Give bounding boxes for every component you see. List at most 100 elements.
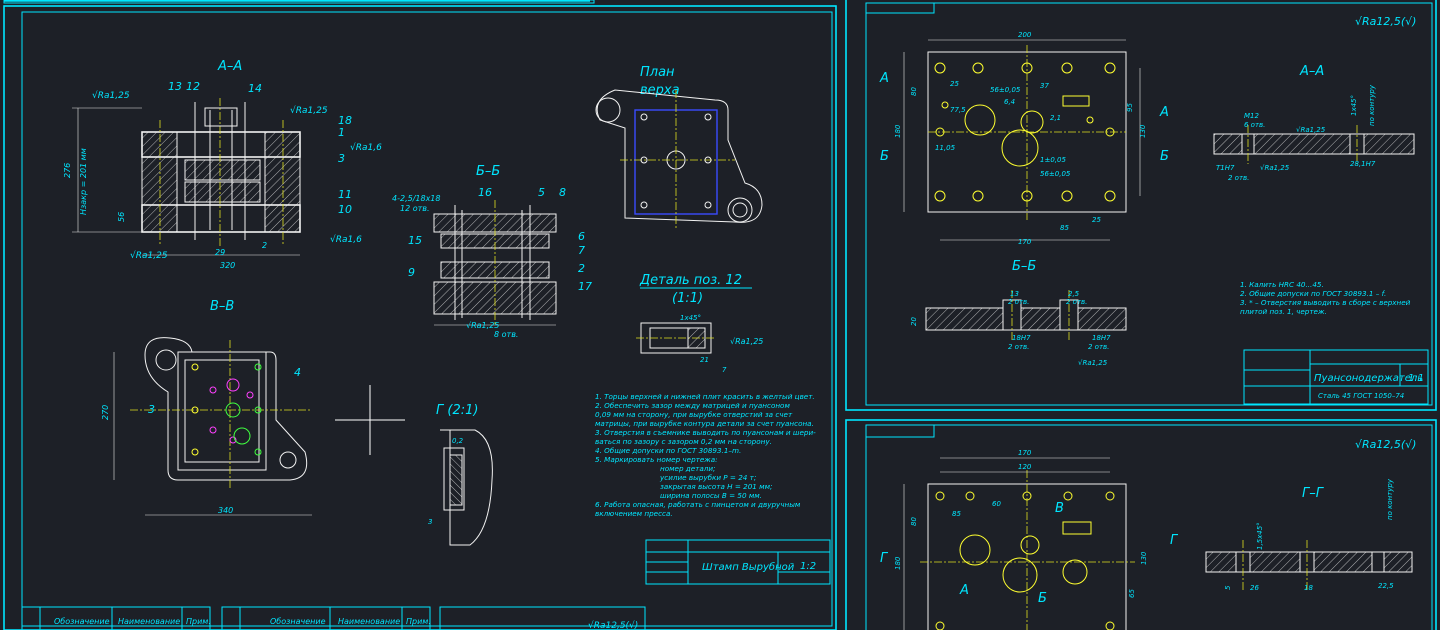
pos-numbers-bb: 16 5 8 15 9 6 7 2 17 bbox=[408, 186, 592, 293]
svg-text:2 отв.: 2 отв. bbox=[1066, 298, 1087, 306]
label-b-left: Б bbox=[880, 149, 889, 164]
svg-text:11,05: 11,05 bbox=[935, 144, 956, 152]
spec-table-2 bbox=[221, 606, 431, 630]
rough-general-3: √Ra12,5(√) bbox=[1355, 438, 1416, 451]
svg-text:17: 17 bbox=[578, 280, 592, 293]
spec-1-designation: Обозначение bbox=[54, 617, 110, 626]
svg-text:18Н7: 18Н7 bbox=[1012, 334, 1031, 342]
svg-text:√Ra1,25: √Ra1,25 bbox=[1078, 359, 1108, 367]
dims-section-bb-2: 13 2 отв. 2,5 2 отв. 20 18Н7 2 отв. 18Н7… bbox=[910, 290, 1111, 367]
svg-text:130: 130 bbox=[1140, 551, 1148, 565]
dims-section-gg: 5 1,5х45° по контуру 26 18 22,5 bbox=[1224, 478, 1394, 592]
dim-aa-56: 56 bbox=[117, 212, 126, 222]
dim-detail-chamfer: 1х45° bbox=[680, 314, 701, 322]
notes-block: 1. Торцы верхней и нижней плит красить в… bbox=[595, 392, 816, 518]
svg-text:усилие вырубки P = 24 т;: усилие вырубки P = 24 т; bbox=[659, 473, 756, 482]
label-b-right: Б bbox=[1160, 149, 1169, 164]
svg-text:26: 26 bbox=[1250, 584, 1259, 592]
dim-g-02: 0,2 bbox=[452, 437, 464, 445]
label-g-left: Г bbox=[880, 551, 889, 566]
dim-g-3: 3 bbox=[428, 518, 432, 526]
svg-text:85: 85 bbox=[1060, 224, 1069, 232]
view-g-drawing bbox=[440, 429, 493, 546]
pos-vv-3: 3 bbox=[148, 403, 155, 416]
label-v: В bbox=[1055, 501, 1064, 516]
svg-text:1х45°: 1х45° bbox=[1350, 95, 1358, 116]
svg-text:3. Отверстия в съемнике выводи: 3. Отверстия в съемнике выводить по пуан… bbox=[595, 428, 816, 437]
svg-text:60: 60 bbox=[992, 500, 1001, 508]
title-block-1 bbox=[645, 539, 831, 585]
svg-text:180: 180 bbox=[894, 124, 902, 138]
rough-aa-1: √Ra1,25 bbox=[92, 90, 130, 101]
svg-text:130: 130 bbox=[1139, 124, 1147, 138]
svg-text:7: 7 bbox=[578, 244, 585, 257]
svg-text:2 отв.: 2 отв. bbox=[1008, 298, 1029, 306]
svg-text:6: 6 bbox=[578, 230, 585, 243]
svg-text:56±0,05: 56±0,05 bbox=[1040, 170, 1071, 178]
detail-scale: (1:1) bbox=[672, 291, 703, 306]
rough-aa-5: √Ra1,25 bbox=[130, 250, 168, 261]
view-g-title: Г (2:1) bbox=[436, 403, 478, 418]
svg-text:номер детали;: номер детали; bbox=[660, 464, 715, 473]
section-vv-title: В–В bbox=[210, 299, 234, 314]
svg-text:200: 200 bbox=[1018, 31, 1032, 39]
svg-text:М12: М12 bbox=[1244, 112, 1259, 120]
svg-text:6,4: 6,4 bbox=[1004, 98, 1015, 106]
pos-vv-4: 4 bbox=[294, 366, 301, 379]
detail-12-drawing bbox=[636, 322, 716, 354]
crosshair-cursor bbox=[335, 385, 405, 455]
svg-text:2 отв.: 2 отв. bbox=[1088, 343, 1109, 351]
svg-text:закрытая высота H = 201 мм;: закрытая высота H = 201 мм; bbox=[660, 482, 772, 491]
section-bb-2-title: Б–Б bbox=[1012, 259, 1036, 274]
svg-text:8: 8 bbox=[559, 186, 566, 199]
detail-title: Деталь поз. 12 bbox=[639, 273, 742, 288]
svg-text:5: 5 bbox=[538, 186, 545, 199]
notes-block-2: 1. Калить HRC 40...45. 2. Общие допуски … bbox=[1240, 280, 1411, 316]
rough-general-2: √Ra12,5(√) bbox=[1355, 15, 1416, 28]
svg-text:20: 20 bbox=[910, 317, 918, 326]
dim-vv-340: 340 bbox=[218, 506, 233, 515]
spec-1-note: Прим. bbox=[186, 617, 211, 626]
plate-g-drawing bbox=[903, 457, 1135, 630]
dim-bb-holes: 8 отв. bbox=[494, 330, 518, 339]
spec-2-designation: Обозначение bbox=[270, 617, 326, 626]
plan-title-1: План bbox=[640, 65, 675, 80]
dim-aa-320: 320 bbox=[220, 261, 235, 270]
svg-text:180: 180 bbox=[894, 556, 902, 570]
sheet-assembly: А–А √Ra1,25 √Ra1,25 √Ra1,6 √Ra1,6 √Ra1,2… bbox=[3, 0, 837, 630]
dim-aa-276: 276 bbox=[63, 163, 72, 178]
svg-text:1: 1 bbox=[338, 126, 345, 139]
title-block-2-material: Сталь 45 ГОСТ 1050–74 bbox=[1318, 392, 1404, 400]
spec-table-3 bbox=[439, 606, 646, 630]
svg-text:4. Общие допуски по ГОСТ 30893: 4. Общие допуски по ГОСТ 30893.1–m. bbox=[595, 446, 741, 455]
dim-bb-note-2: 12 отв. bbox=[400, 204, 430, 213]
svg-text:6 отв.: 6 отв. bbox=[1244, 121, 1265, 129]
label-g-right: Г bbox=[1170, 533, 1179, 548]
svg-text:5. Маркировать номер чертежа:: 5. Маркировать номер чертежа: bbox=[595, 455, 718, 464]
section-aa-2-title: А–А bbox=[1299, 64, 1324, 79]
svg-text:37: 37 bbox=[1040, 82, 1049, 90]
rough-aa-4: √Ra1,6 bbox=[330, 234, 362, 245]
svg-text:2 отв.: 2 отв. bbox=[1008, 343, 1029, 351]
svg-text:80: 80 bbox=[910, 87, 918, 96]
spec-1-name: Наименование bbox=[118, 617, 180, 626]
label-a-left: А bbox=[879, 71, 889, 86]
svg-text:15: 15 bbox=[408, 234, 422, 247]
dim-aa-2: 2 bbox=[262, 241, 267, 250]
svg-text:по контуру: по контуру bbox=[1386, 478, 1394, 520]
plan-title-2: верха bbox=[640, 83, 680, 98]
svg-text:2: 2 bbox=[578, 262, 585, 275]
label-a-right: А bbox=[1159, 105, 1169, 120]
svg-text:12: 12 bbox=[186, 80, 200, 93]
svg-text:170: 170 bbox=[1018, 238, 1032, 246]
svg-text:2,1: 2,1 bbox=[1050, 114, 1061, 122]
svg-text:22,5: 22,5 bbox=[1378, 582, 1394, 590]
rough-aa-3: √Ra1,6 bbox=[350, 142, 382, 153]
svg-text:1. Торцы верхней и нижней плит: 1. Торцы верхней и нижней плит красить в… bbox=[595, 392, 815, 401]
section-gg-title: Г–Г bbox=[1302, 486, 1325, 501]
svg-text:10: 10 bbox=[338, 203, 352, 216]
dims-plate-g: 170 120 60 85 80 180 130 65 bbox=[894, 449, 1148, 598]
title-block-2 bbox=[1243, 349, 1429, 405]
